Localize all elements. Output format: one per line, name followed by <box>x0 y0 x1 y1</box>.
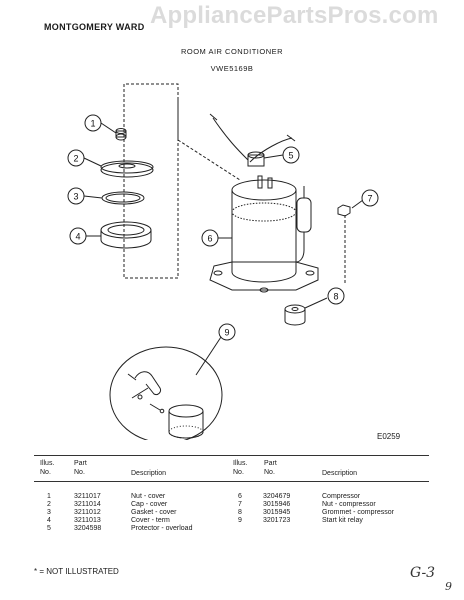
callout-label: 6 <box>207 234 212 244</box>
illus-number: 3 <box>47 509 51 516</box>
table-row: 1 3211017 Nut - cover <box>34 493 224 501</box>
callout-label: 4 <box>75 232 80 242</box>
part-number: 3015946 <box>263 501 291 508</box>
part-description: Grommet - compressor <box>322 509 394 516</box>
handwritten-page-number: 9 <box>445 580 452 593</box>
table-row: 9 3201723 Start kit relay <box>230 517 430 525</box>
callout-label: 7 <box>367 194 372 204</box>
column-header-illus-no-right: Illus. No. <box>233 460 248 476</box>
nut-cover-drawing <box>115 128 127 141</box>
callout-2: 2 <box>67 149 85 167</box>
column-header-part-no-right: Part No. <box>264 460 277 476</box>
watermark: AppliancePartsPros.com <box>150 2 439 29</box>
cap-cover-drawing <box>100 160 154 178</box>
column-header-part-no: Part No. <box>74 460 87 476</box>
table-row: 3 3211012 Gasket - cover <box>34 509 224 517</box>
gasket-cover-drawing <box>101 191 145 205</box>
part-number: 3015945 <box>263 509 291 516</box>
model-number: VWE5169B <box>210 64 254 73</box>
table-row: 2 3211014 Cap - cover <box>34 501 224 509</box>
exploded-parts-diagram: 1 2 3 4 5 6 7 8 9 <box>67 83 379 440</box>
part-number: 3211012 <box>74 509 101 516</box>
callout-6: 6 <box>201 229 219 247</box>
callout-label: 3 <box>73 192 78 202</box>
table-row: 7 3015946 Nut - compressor <box>230 501 430 509</box>
cover-term-drawing <box>100 221 152 249</box>
part-description: Cover - term <box>131 517 170 524</box>
table-row: 6 3204679 Compressor <box>230 493 430 501</box>
callout-9: 9 <box>218 323 236 341</box>
column-header-description: Description <box>131 470 167 477</box>
illus-number: 8 <box>238 509 242 516</box>
callout-5: 5 <box>282 146 300 164</box>
part-description: Gasket - cover <box>131 509 177 516</box>
illus-number: 4 <box>47 517 51 524</box>
callout-4: 4 <box>69 227 87 245</box>
part-description: Compressor <box>322 493 361 500</box>
callout-1: 1 <box>84 114 102 132</box>
grommet-compressor-drawing <box>284 304 306 326</box>
part-number: 3204679 <box>263 493 291 500</box>
part-number: 3211013 <box>74 517 101 524</box>
callout-3: 3 <box>67 187 85 205</box>
protector-overload-drawing <box>209 113 296 167</box>
illus-number: 5 <box>47 525 51 532</box>
illus-number: 7 <box>238 501 242 508</box>
brand-name: MONTGOMERY WARD <box>44 22 145 32</box>
page-title: ROOM AIR CONDITIONER <box>180 47 284 56</box>
table-row: 8 3015945 Grommet - compressor <box>230 509 430 517</box>
callout-8: 8 <box>327 287 345 305</box>
part-description: Start kit relay <box>322 517 363 524</box>
part-description: Protector - overload <box>131 525 193 532</box>
table-top-rule <box>34 455 429 456</box>
callout-label: 9 <box>224 328 229 338</box>
illus-number: 6 <box>238 493 242 500</box>
part-number: 3211014 <box>74 501 101 508</box>
callout-label: 2 <box>73 154 78 164</box>
table-header-rule <box>34 481 429 482</box>
table-row: 5 3204598 Protector - overload <box>34 525 224 533</box>
table-row: 4 3211013 Cover - term <box>34 517 224 525</box>
part-description: Nut - compressor <box>322 501 376 508</box>
part-description: Nut - cover <box>131 493 166 500</box>
part-number: 3204598 <box>74 525 102 532</box>
illus-number: 2 <box>47 501 51 508</box>
not-illustrated-note: * = NOT ILLUSTRATED <box>34 567 119 576</box>
handwritten-page-code: G-3 <box>410 565 436 581</box>
column-header-description-right: Description <box>322 470 358 477</box>
part-number: 3201723 <box>263 517 291 524</box>
parts-list-right: 6 3204679 Compressor 7 3015946 Nut - com… <box>230 493 430 525</box>
illus-number: 9 <box>238 517 242 524</box>
nut-compressor-drawing <box>337 204 351 217</box>
compressor-drawing <box>209 175 319 293</box>
illus-number: 1 <box>47 493 51 500</box>
callout-label: 5 <box>288 151 293 161</box>
part-description: Cap - cover <box>131 501 168 508</box>
callout-label: 8 <box>333 292 338 302</box>
figure-code: E0259 <box>377 432 401 441</box>
parts-list-left: 1 3211017 Nut - cover 2 3211014 Cap - co… <box>34 493 224 533</box>
callout-label: 1 <box>90 119 95 129</box>
column-header-illus-no: Illus. No. <box>40 460 55 476</box>
start-kit-relay-drawing <box>109 346 223 440</box>
callout-7: 7 <box>361 189 379 207</box>
part-number: 3211017 <box>74 493 101 500</box>
